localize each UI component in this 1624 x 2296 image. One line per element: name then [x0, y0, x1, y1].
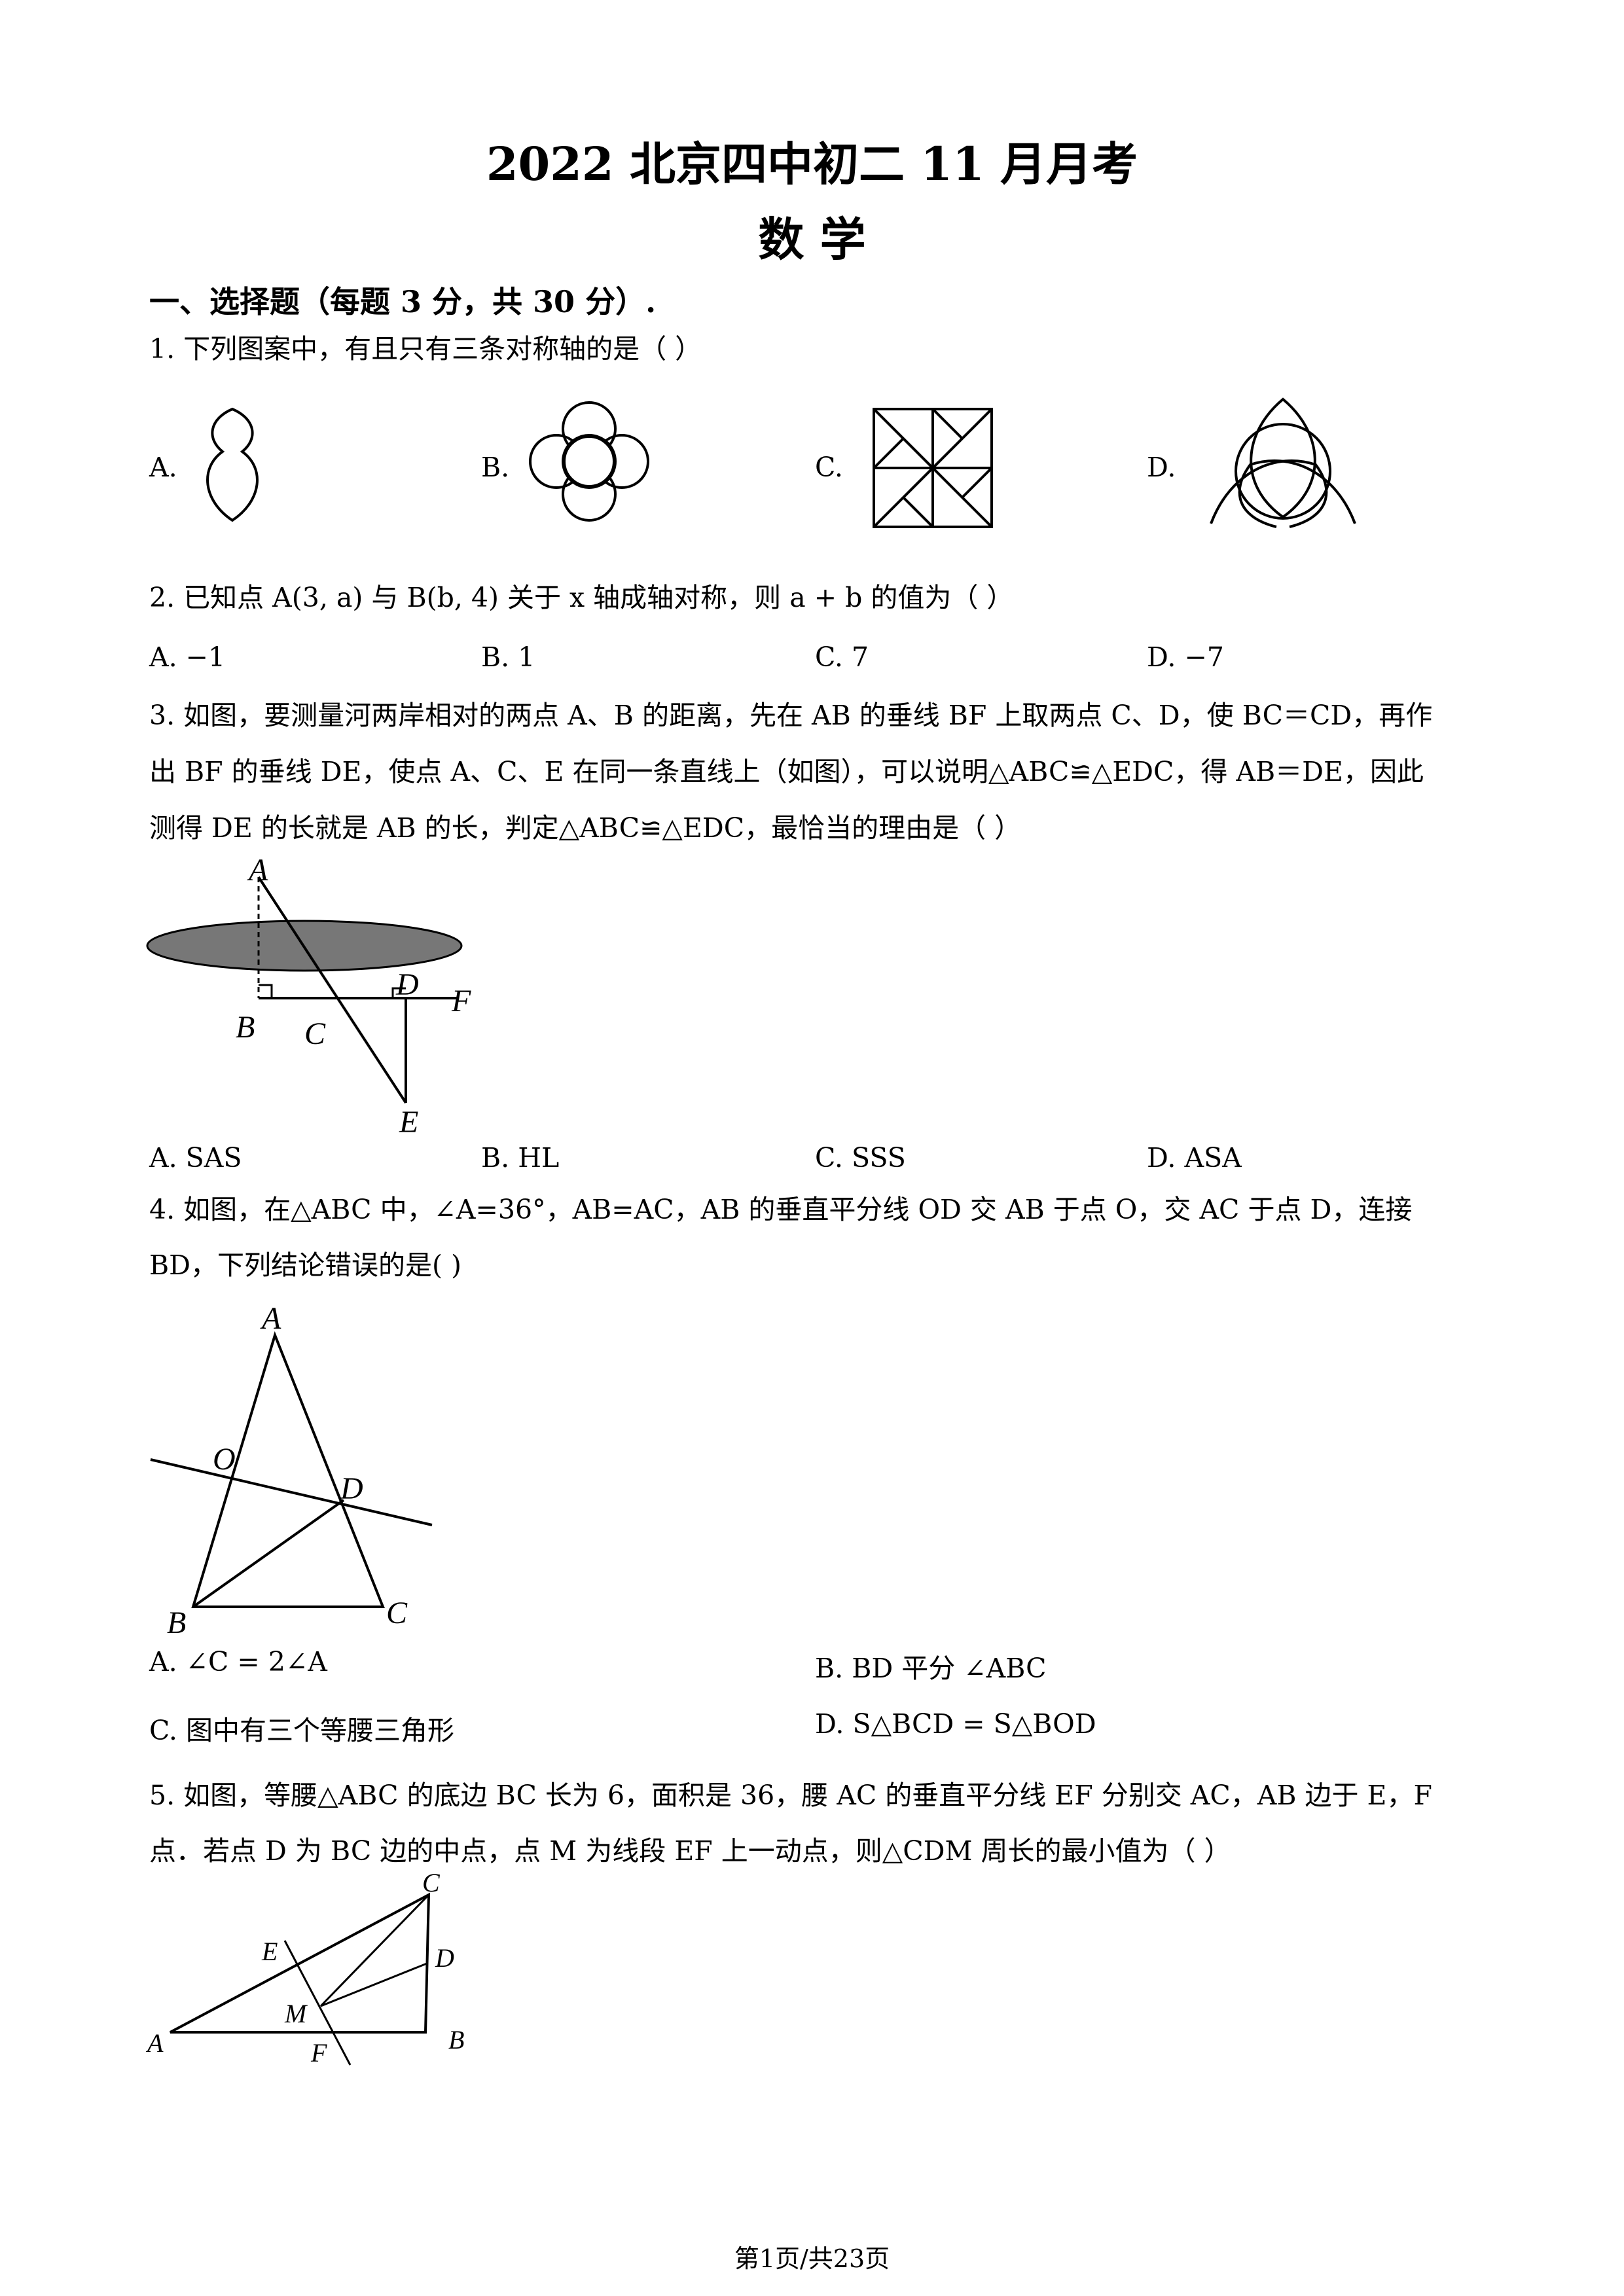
q4-label-o: O [213, 1442, 236, 1477]
q4-figure: A O D B C [150, 1301, 433, 1640]
q3-option-a: A. SAS [149, 1142, 242, 1174]
q1-option-b-label: B. [481, 452, 510, 483]
q3-label-a: A [247, 853, 268, 888]
q5-label-d: D [435, 1943, 454, 1973]
q1-option-a-label: A. [149, 452, 177, 483]
q2-option-c: C. 7 [815, 641, 869, 673]
q1-figure-d [1210, 397, 1356, 528]
q4-label-c: C [386, 1596, 408, 1630]
q5-label-e: E [261, 1937, 278, 1966]
q3-label-d: D [395, 967, 419, 1002]
q4-option-d: D. S△BCD = S△BOD [815, 1708, 1096, 1740]
section-heading: 一、选择题（每题 3 分，共 30 分）. [149, 284, 657, 319]
question-2-stem: 2. 已知点 A(3, a) 与 B(b, 4) 关于 x 轴成轴对称，则 a … [149, 582, 1014, 613]
question-5-line-1: 5. 如图，等腰△ABC 的底边 BC 长为 6，面积是 36，腰 AC 的垂直… [149, 1780, 1432, 1811]
page-title: 2022 北京四中初二 11 月月考 [486, 137, 1138, 191]
q1-figure-c [873, 408, 993, 528]
q3-option-b: B. HL [481, 1142, 560, 1174]
q3-figure: A B C D F E [146, 853, 471, 1139]
question-3-line-3: 测得 DE 的长就是 AB 的长，判定△ABC≌△EDC，最恰当的理由是（ ） [149, 812, 1022, 844]
q5-label-m: M [284, 1999, 308, 2028]
q5-label-b: B [448, 2025, 464, 2054]
q3-label-f: F [451, 984, 471, 1018]
q3-label-b: B [236, 1010, 255, 1045]
q4-option-c: C. 图中有三个等腰三角形 [149, 1715, 454, 1746]
q5-label-c: C [422, 1872, 441, 1897]
page-footer: 第1页/共23页 [734, 2244, 890, 2273]
subject-title: 数 学 [758, 212, 866, 266]
q1-option-d-label: D. [1147, 452, 1176, 483]
q5-label-a: A [145, 2028, 164, 2058]
q3-option-d: D. ASA [1147, 1142, 1242, 1174]
q2-option-b: B. 1 [481, 641, 535, 673]
question-4-line-2: BD，下列结论错误的是( ) [149, 1249, 462, 1281]
q1-option-c-label: C. [815, 452, 843, 483]
q1-figure-a [206, 407, 259, 522]
q3-label-c: C [304, 1016, 326, 1051]
q4-label-d: D [340, 1471, 363, 1506]
question-4-line-1: 4. 如图，在△ABC 中，∠A=36°，AB=AC，AB 的垂直平分线 OD … [149, 1194, 1413, 1225]
q1-figure-b [529, 401, 649, 522]
q4-option-a: A. ∠C = 2∠A [149, 1646, 327, 1677]
q5-label-f: F [310, 2038, 327, 2068]
question-3-line-2: 出 BF 的垂线 DE，使点 A、C、E 在同一条直线上（如图），可以说明△AB… [149, 756, 1424, 787]
q3-option-c: C. SSS [815, 1142, 906, 1174]
question-1-stem: 1. 下列图案中，有且只有三条对称轴的是（ ） [149, 333, 702, 365]
q3-label-e: E [399, 1105, 418, 1139]
question-3-line-1: 3. 如图，要测量河两岸相对的两点 A、B 的距离，先在 AB 的垂线 BF 上… [149, 700, 1433, 731]
q2-option-a: A. −1 [149, 641, 226, 673]
question-5-line-2: 点．若点 D 为 BC 边的中点，点 M 为线段 EF 上一动点，则△CDM 周… [149, 1835, 1231, 1867]
q5-figure: C E D M A F B [145, 1872, 464, 2068]
q2-option-d: D. −7 [1147, 641, 1224, 673]
q4-option-b: B. BD 平分 ∠ABC [815, 1653, 1047, 1684]
q4-label-a: A [260, 1301, 281, 1336]
q4-label-b: B [167, 1605, 186, 1640]
